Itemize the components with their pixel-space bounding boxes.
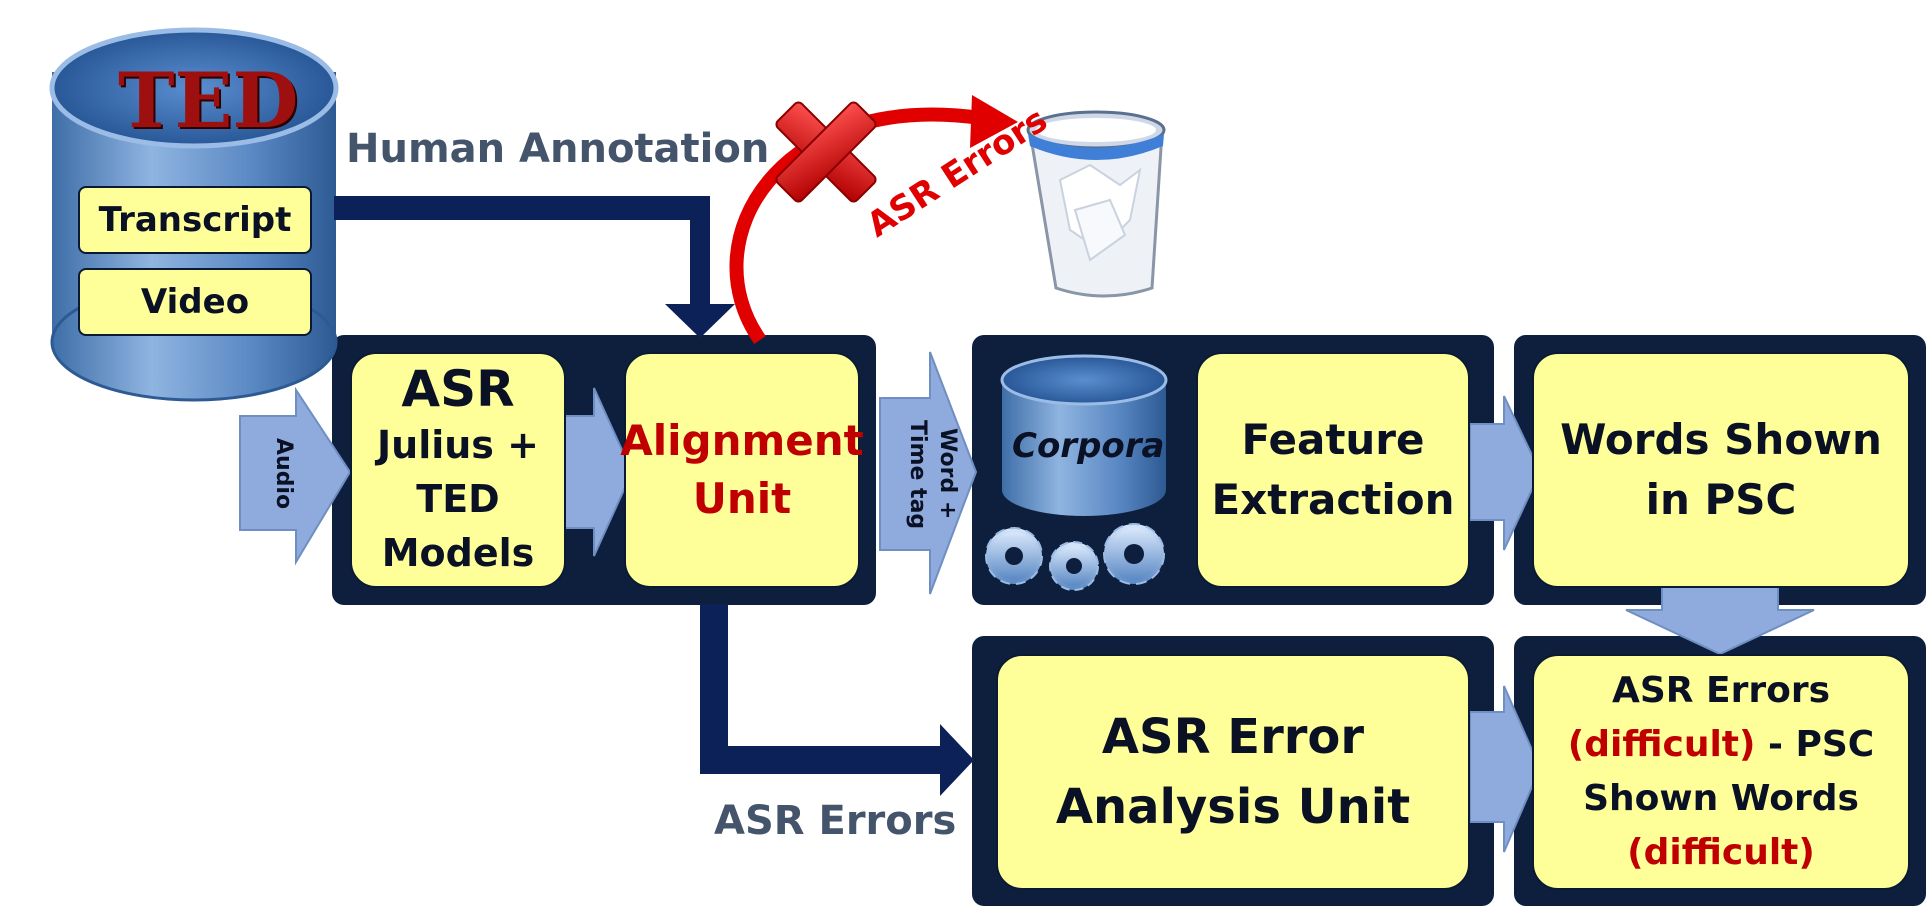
- feature-extraction-box: Feature Extraction: [1196, 352, 1470, 588]
- time-tag-label: Time tag: [905, 420, 930, 530]
- red-x-icon: [775, 101, 877, 203]
- alignment-line-2: Unit: [692, 474, 792, 523]
- feature-line-2: Extraction: [1211, 475, 1455, 524]
- human-annotation-arrow: [334, 196, 735, 338]
- feature-to-words-arrow: [1469, 395, 1542, 551]
- words-shown-box: Words Shown in PSC: [1532, 352, 1910, 588]
- analysis-line-1: ASR Error: [1101, 709, 1365, 765]
- asr-errors-discard-arrow: [729, 95, 1018, 345]
- words-line-2: in PSC: [1645, 475, 1797, 524]
- result-line-1: ASR Errors: [1611, 670, 1831, 711]
- alignment-to-analysis-arrow: [700, 604, 974, 796]
- words-line-1: Words Shown: [1560, 415, 1882, 464]
- corpora-label: Corpora: [1012, 426, 1165, 466]
- asr-line-3: Models: [381, 531, 535, 575]
- asr-errors-bottom-label: ASR Errors: [714, 798, 957, 844]
- word-time-tag-arrow: [879, 351, 978, 595]
- feature-line-1: Feature: [1241, 415, 1425, 464]
- human-annotation-label: Human Annotation: [346, 126, 770, 172]
- result-difficult-2: (difficult): [1627, 832, 1815, 873]
- database-title: TED: [118, 56, 299, 145]
- result-psc: - PSC: [1755, 724, 1875, 765]
- asr-line-1: Julius +: [377, 423, 539, 467]
- analysis-line-2: Analysis Unit: [1055, 779, 1411, 835]
- gears-icon: [985, 523, 1165, 591]
- word-label: Word +: [935, 428, 960, 520]
- trash-bin-icon: [1026, 110, 1166, 298]
- transcript-item: Transcript: [78, 186, 312, 254]
- alignment-line-1: Alignment: [620, 416, 864, 465]
- alignment-unit-box: Alignment Unit: [620, 352, 864, 588]
- analysis-to-result-arrow: [1469, 685, 1542, 853]
- asr-box: ASR Julius + TED Models: [350, 352, 566, 588]
- corpora-cylinder-icon: [1000, 354, 1168, 516]
- asr-title: ASR: [401, 360, 515, 418]
- audio-arrow: [239, 386, 352, 566]
- result-difficult-1: (difficult): [1567, 724, 1756, 765]
- analysis-unit-box: ASR Error Analysis Unit: [996, 654, 1470, 890]
- audio-label: Audio: [271, 438, 296, 510]
- video-item: Video: [78, 268, 312, 336]
- result-line-3: Shown Words: [1583, 778, 1859, 819]
- asr-line-2: TED: [416, 477, 500, 521]
- result-line-2: (difficult) - PSC: [1568, 718, 1874, 772]
- result-box: ASR Errors (difficult) - PSC Shown Words…: [1532, 654, 1910, 890]
